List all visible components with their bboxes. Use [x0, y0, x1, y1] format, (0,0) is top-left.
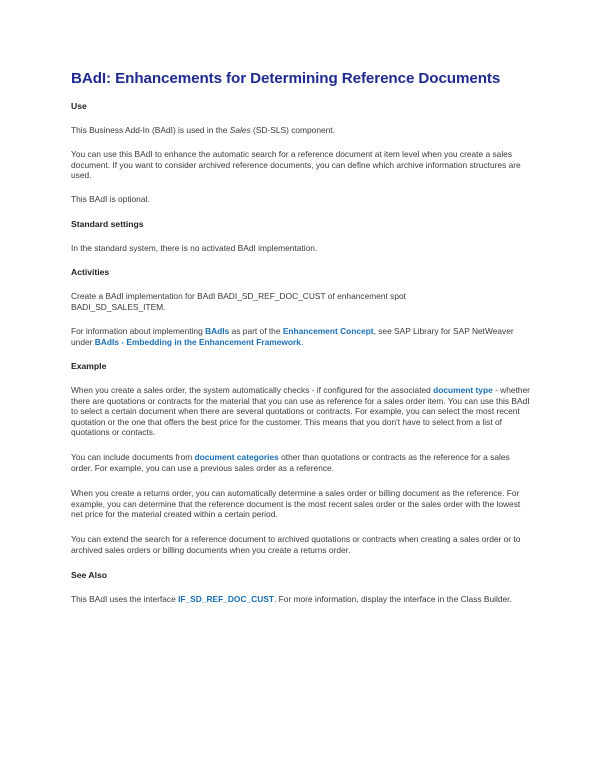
- paragraph-see-also: This BAdI uses the interface IF_SD_REF_D…: [71, 594, 533, 605]
- paragraph-example-1: When you create a sales order, the syste…: [71, 385, 533, 438]
- link-enhancement-concept[interactable]: Enhancement Concept: [282, 326, 374, 336]
- page-title: BAdI: Enhancements for Determining Refer…: [71, 70, 501, 87]
- text-italic-sales: Sales: [229, 125, 251, 135]
- heading-see-also: See Also: [71, 570, 107, 580]
- text: For information about implementing: [71, 326, 206, 336]
- paragraph-activities-1: Create a BAdI implementation for BAdI BA…: [71, 291, 407, 312]
- link-badis[interactable]: BAdIs: [205, 326, 230, 336]
- paragraph-example-3: When you create a returns order, you can…: [71, 488, 521, 520]
- text: as part of the: [229, 326, 283, 336]
- text: This BAdI uses the interface: [71, 594, 179, 604]
- link-document-categories[interactable]: document categories: [194, 452, 279, 462]
- paragraph-use-2: You can use this BAdI to enhance the aut…: [71, 149, 521, 181]
- paragraph-example-4: You can extend the search for a referenc…: [71, 534, 521, 555]
- text: - whether there are quotations or contra…: [71, 385, 530, 438]
- text: . For more information, display the inte…: [273, 594, 512, 604]
- text: (SD-SLS) component.: [250, 125, 335, 135]
- text: other than quotations or contracts as th…: [71, 452, 510, 473]
- text: You can include documents from: [71, 452, 195, 462]
- paragraph-use-1: This Business Add-In (BAdI) is used in t…: [71, 125, 533, 136]
- text: When you create a sales order, the syste…: [71, 385, 434, 395]
- heading-use: Use: [71, 101, 87, 111]
- paragraph-use-3: This BAdI is optional.: [71, 194, 150, 204]
- paragraph-standard-settings: In the standard system, there is no acti…: [71, 243, 318, 253]
- text: .: [300, 336, 304, 347]
- text: , see SAP Library for SAP NetWeaver unde…: [71, 326, 514, 347]
- paragraph-activities-2: For information about implementing BAdIs…: [71, 326, 533, 347]
- link-if-sd-ref-doc-cust[interactable]: IF_SD_REF_DOC_CUST: [178, 594, 274, 604]
- heading-standard-settings: Standard settings: [71, 219, 144, 229]
- paragraph-example-2: You can include documents from document …: [71, 452, 533, 473]
- link-document-type[interactable]: document type: [433, 385, 493, 395]
- text: This Business Add-In (BAdI) is used in t…: [71, 125, 230, 135]
- heading-activities: Activities: [71, 267, 110, 277]
- heading-example: Example: [71, 361, 107, 371]
- link-badis-embedding[interactable]: BAdIs - Embedding in the Enhancement Fra…: [94, 336, 301, 347]
